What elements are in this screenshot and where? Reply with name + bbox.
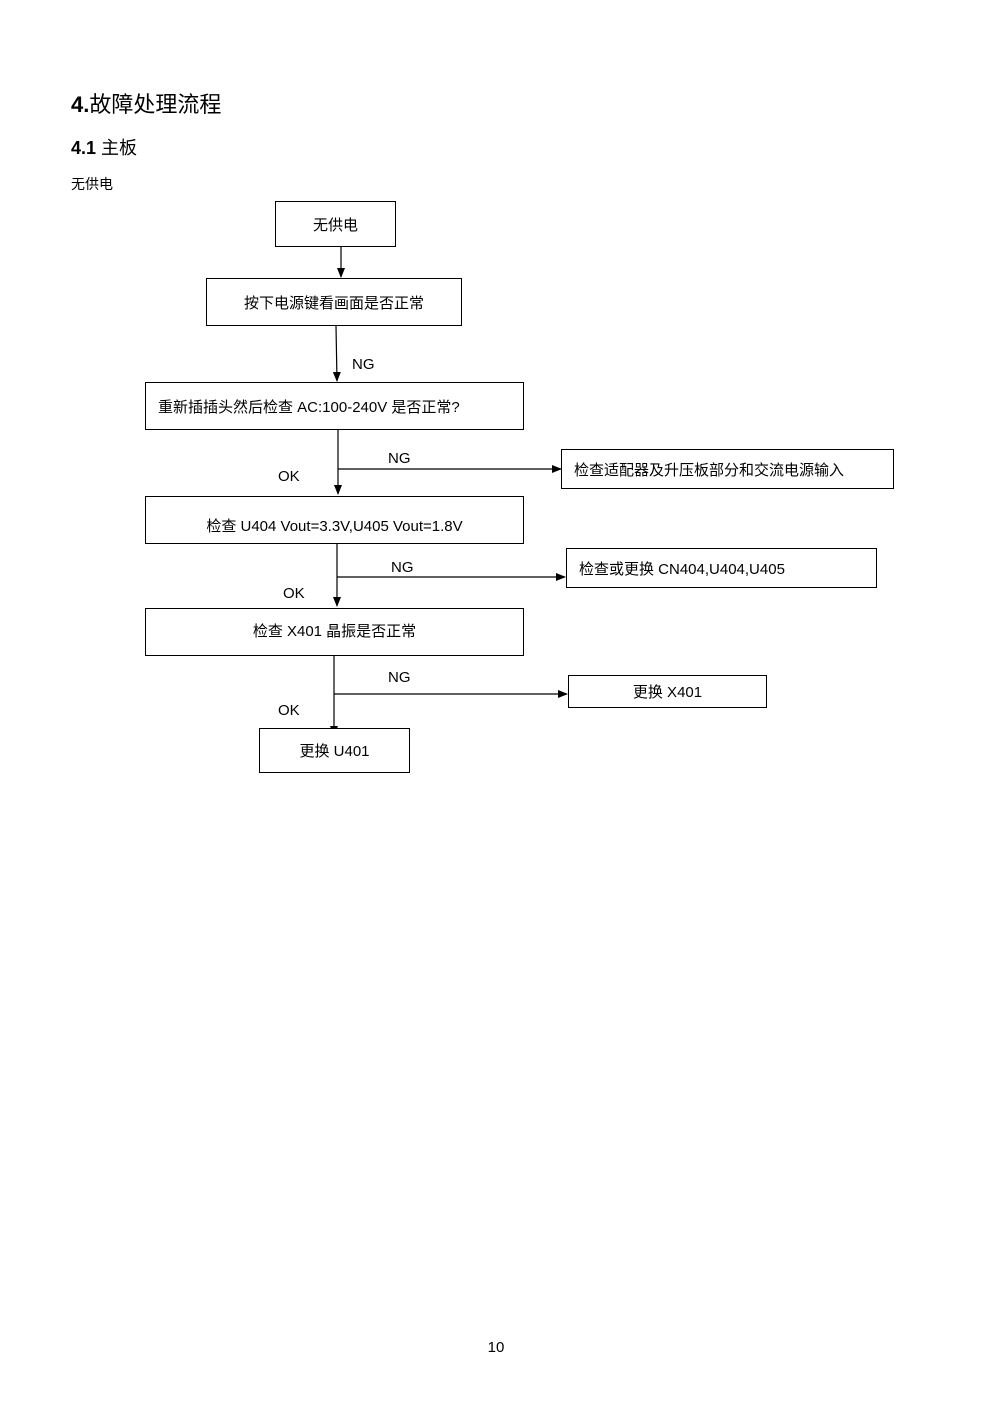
box-end: 更换 U401 xyxy=(259,728,410,773)
box-step1: 按下电源键看画面是否正常 xyxy=(206,278,462,326)
box-step2: 重新插插头然后检查 AC:100-240V 是否正常? xyxy=(145,382,524,430)
box-step4-ng-action: 更换 X401 xyxy=(568,675,767,708)
box-start: 无供电 xyxy=(275,201,396,247)
subsection-title: 主板 xyxy=(101,138,138,158)
ok-label-step4: OK xyxy=(278,702,300,719)
ok-label-step2: OK xyxy=(278,468,300,485)
page-number: 10 xyxy=(487,1339,505,1356)
ng-label-step1: NG xyxy=(352,356,375,373)
diagram-caption: 无供电 xyxy=(71,176,113,192)
box-step2-ng-action: 检查适配器及升压板部分和交流电源输入 xyxy=(561,449,894,489)
ng-label-step4: NG xyxy=(388,669,411,686)
ng-label-step2: NG xyxy=(388,450,411,467)
box-step3: 检查 U404 Vout=3.3V,U405 Vout=1.8V xyxy=(145,496,524,544)
box-step3-ng-action: 检查或更换 CN404,U404,U405 xyxy=(566,548,877,588)
ng-label-step3: NG xyxy=(391,559,414,576)
section-heading: 4.故障处理流程 xyxy=(71,87,221,119)
section-title: 故障处理流程 xyxy=(89,92,222,117)
section-number: 4. xyxy=(71,92,90,117)
subsection-heading: 4.1 主板 xyxy=(71,134,137,160)
ok-label-step3: OK xyxy=(283,585,305,602)
box-step4: 检查 X401 晶振是否正常 xyxy=(145,608,524,656)
subsection-number: 4.1 xyxy=(71,138,97,158)
arrow-step1-to-step2 xyxy=(332,325,341,382)
